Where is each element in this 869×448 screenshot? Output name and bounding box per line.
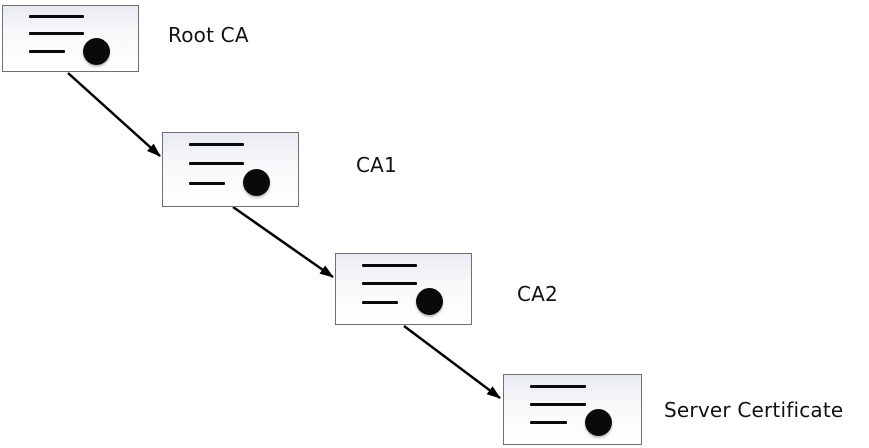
certificate-text-line-icon — [188, 143, 244, 147]
certificate-text-line-icon — [188, 181, 226, 185]
node-label-server-certificate: Server Certificate — [664, 398, 844, 422]
certificate-seal-icon — [242, 168, 270, 196]
certificate-text-line-icon — [361, 282, 417, 285]
certificate-text-line-icon — [188, 162, 244, 166]
certificate-text-line-icon — [530, 402, 587, 406]
certificate-icon — [503, 374, 642, 445]
node-label-ca1: CA1 — [356, 153, 397, 177]
certificate-text-line-icon — [530, 421, 567, 425]
certificate-text-line-icon — [361, 300, 399, 304]
node-label-ca2: CA2 — [517, 282, 558, 306]
certificate-icon — [335, 253, 472, 325]
certificate-icon — [162, 132, 299, 207]
arrow-ca2-to-server-certificate — [403, 325, 501, 399]
certificate-text-line-icon — [28, 15, 84, 19]
certificate-text-line-icon — [530, 384, 587, 388]
arrow-ca1-to-ca2 — [232, 205, 334, 279]
certificate-text-line-icon — [361, 263, 417, 267]
certificate-seal-icon — [584, 408, 612, 436]
node-label-root-ca: Root CA — [168, 23, 249, 47]
arrow-root-ca-to-ca1 — [67, 72, 161, 157]
certificate-text-line-icon — [28, 49, 66, 53]
certificate-icon — [2, 5, 139, 72]
certificate-seal-icon — [82, 37, 110, 65]
certificate-seal-icon — [415, 288, 443, 316]
certificate-text-line-icon — [28, 32, 84, 35]
